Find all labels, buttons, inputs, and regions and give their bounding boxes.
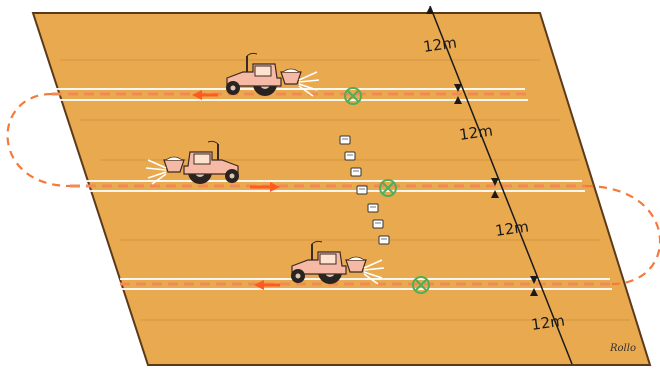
spacing-label-2: 12m xyxy=(458,121,494,144)
tramline-row-1 xyxy=(52,88,528,101)
field-texture xyxy=(60,59,630,321)
lane-spacing-dimension xyxy=(426,5,573,365)
spacing-label-3: 12m xyxy=(494,217,530,240)
spacing-label-1: 12m xyxy=(422,33,458,56)
direction-arrow-icon xyxy=(192,90,218,100)
turn-path-right xyxy=(584,184,660,286)
direction-arrow-icon xyxy=(250,182,280,192)
tramline-row-3 xyxy=(120,278,612,290)
turn-path-left xyxy=(6,92,71,188)
spacing-label-4: 12m xyxy=(530,311,566,334)
direction-arrow-icon xyxy=(254,280,280,290)
artist-signature: Rollo xyxy=(609,343,636,354)
